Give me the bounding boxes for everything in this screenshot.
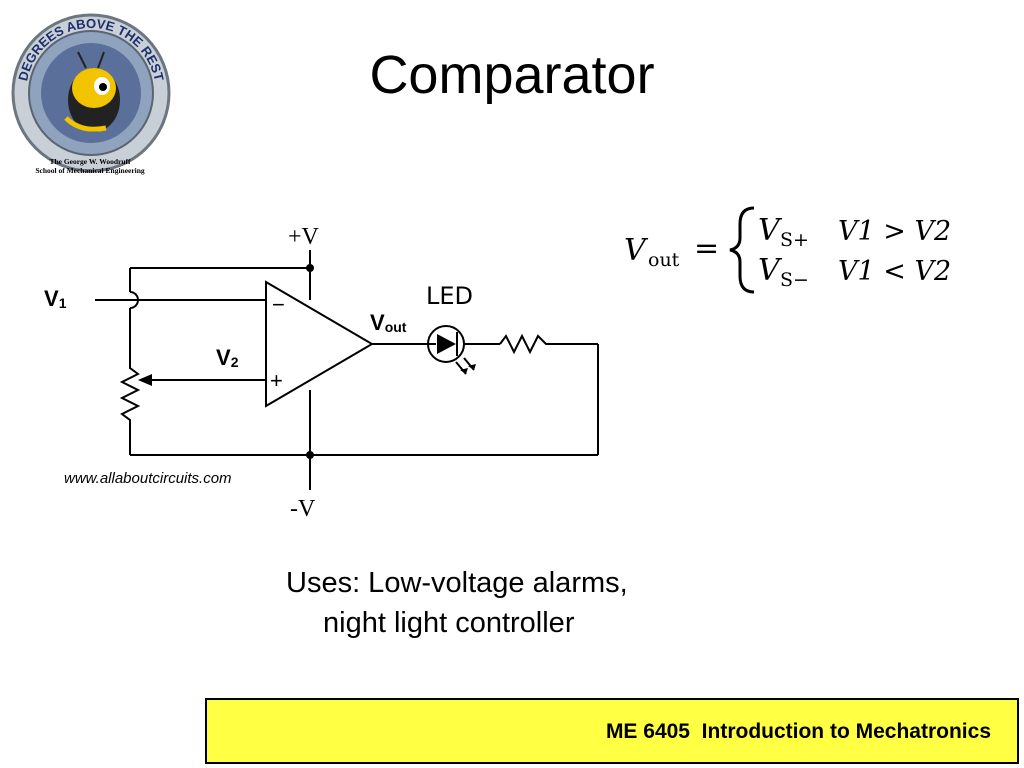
school-logo: DEGREES ABOVE THE REST xyxy=(11,13,171,173)
positive-supply-label: +V xyxy=(288,224,320,250)
logo-caption: The George W. Woodruff School of Mechani… xyxy=(0,157,180,175)
formula-row1-value: V xyxy=(758,213,783,248)
junction-dot xyxy=(306,451,314,459)
formula-row2-value: V xyxy=(758,253,783,288)
led-diode-icon xyxy=(437,334,456,354)
junction-dot xyxy=(306,264,314,272)
curly-brace xyxy=(729,206,755,294)
light-arrow-icon xyxy=(460,368,468,374)
potentiometer-resistor xyxy=(119,360,141,455)
slide-title: Comparator xyxy=(369,45,655,105)
opamp-triangle xyxy=(265,280,374,408)
negative-supply-label: -V xyxy=(290,496,316,522)
logo-caption-line2: School of Mechanical Engineering xyxy=(35,166,145,175)
opamp-inverting-symbol: − xyxy=(272,292,285,317)
current-limit-resistor xyxy=(499,333,598,355)
light-arrow-icon xyxy=(468,364,476,370)
formula-equals: = xyxy=(694,231,719,266)
uses-text: Uses: Low-voltage alarms, night light co… xyxy=(286,563,628,643)
v1-label: V1 xyxy=(44,286,67,311)
v2-label: V2 xyxy=(216,345,239,370)
formula-lhs-subscript: out xyxy=(648,249,680,271)
formula-row2-condition: V1 < V2 xyxy=(838,256,951,287)
opamp-noninverting-symbol: + xyxy=(270,368,283,393)
bee-mascot-icon xyxy=(64,51,120,132)
comparator-formula: V out = V S+ V1 > V2 V S− V1 < V2 xyxy=(624,206,951,294)
formula-row1-condition: V1 > V2 xyxy=(838,216,951,247)
course-footer: ME 6405 Introduction to Mechatronics xyxy=(205,698,1019,764)
formula-lhs: V xyxy=(624,233,649,268)
vout-label: Vout xyxy=(370,310,407,335)
uses-line1: Uses: Low-voltage alarms, xyxy=(286,567,628,599)
uses-line2: night light controller xyxy=(323,607,575,639)
course-footer-text: ME 6405 Introduction to Mechatronics xyxy=(605,720,991,743)
logo-caption-line1: The George W. Woodruff xyxy=(49,157,131,166)
formula-row1-subscript: S+ xyxy=(780,229,809,251)
source-credit: www.allaboutcircuits.com xyxy=(64,470,232,487)
formula-row2-subscript: S− xyxy=(780,269,809,291)
potentiometer-wiper-arrow-icon xyxy=(138,374,152,386)
led-label: LED xyxy=(426,282,473,310)
